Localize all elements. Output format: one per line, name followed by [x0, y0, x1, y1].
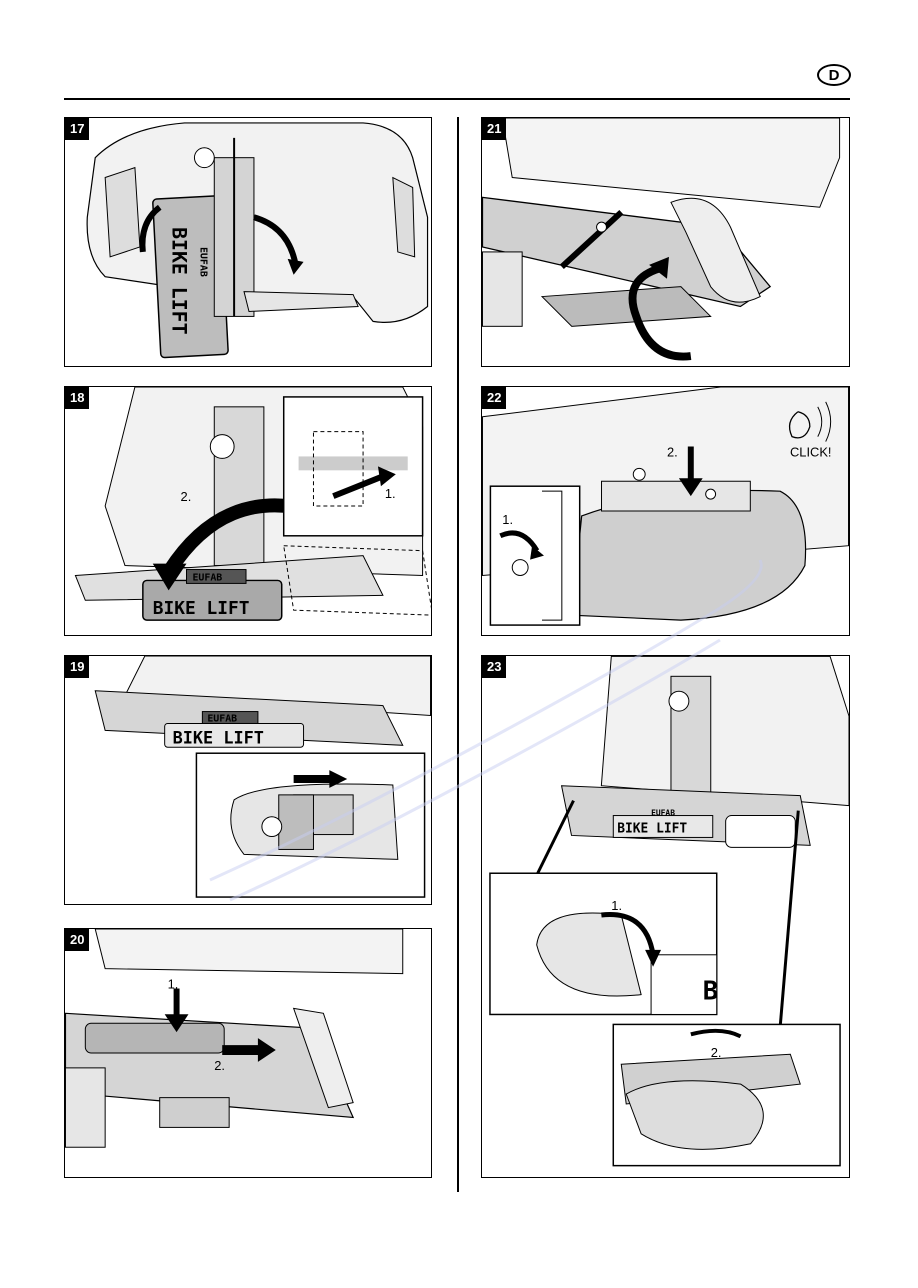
- panel-22: 22 CLICK! 2. 1.: [481, 386, 850, 636]
- slide-lock-illustration: BIKE LIFT EUFAB: [94, 656, 431, 898]
- brand-text: EUFAB: [207, 713, 237, 724]
- plate-text: BIKE LIFT: [168, 227, 191, 335]
- step-1-label: 1.: [385, 486, 396, 501]
- step-1-label: 1.: [611, 898, 622, 913]
- click-label: CLICK!: [790, 444, 832, 459]
- lock-click-illustration: CLICK! 2. 1.: [482, 387, 849, 626]
- language-badge: D: [817, 64, 851, 86]
- step-1-label: 1.: [168, 977, 179, 992]
- panel-number: 19: [65, 656, 90, 678]
- step-2-label: 2.: [181, 489, 192, 504]
- step-2-label: 2.: [667, 444, 678, 459]
- panel-17: 17 BIKE LIFT EUFAB: [64, 117, 432, 367]
- brand-text: EUFAB: [197, 247, 208, 277]
- panel-number: 17: [65, 118, 90, 140]
- panel-21: 21: [481, 117, 850, 367]
- column-divider: [457, 117, 459, 1192]
- panel-number: 21: [482, 118, 507, 140]
- panel-number: 20: [65, 929, 90, 951]
- panel-number: 18: [65, 387, 90, 409]
- panel-number: 22: [482, 387, 507, 409]
- header-rule: [64, 98, 850, 100]
- brand-text: EUFAB: [192, 572, 222, 583]
- brand-text: EUFAB: [651, 809, 675, 818]
- step-2-label: 2.: [214, 1058, 225, 1073]
- strap-loop-illustration: [482, 118, 841, 361]
- open-cover-illustration: 1. 2.: [65, 929, 404, 1148]
- fold-lamps-illustration: 1. 2. B BIKE LIFT EUFAB: [489, 656, 849, 1167]
- panel-19: 19 BIKE LIFT EUFAB: [64, 655, 432, 905]
- panel-number: 23: [482, 656, 507, 678]
- rotate-carrier-illustration: 1. 2. BIKE LIFT EUFAB: [74, 387, 431, 621]
- step-2-label: 2.: [711, 1045, 722, 1060]
- plate-text: BIKE LIFT: [153, 598, 250, 619]
- step-1-label: 1.: [502, 512, 513, 527]
- panel-18: 18 1. 2. BIKE LIFT EUFAB: [64, 386, 432, 636]
- panel-23: 23 1. 2. B BIKE LIFT EUFAB: [481, 655, 850, 1178]
- plate-text: BIKE LIFT: [173, 727, 264, 747]
- detail-letter: B: [703, 977, 719, 1007]
- panel-20: 20 1. 2.: [64, 928, 432, 1178]
- plate-text: BIKE LIFT: [617, 821, 687, 836]
- bike-carrier-tilted-illustration: BIKE LIFT EUFAB: [86, 122, 429, 359]
